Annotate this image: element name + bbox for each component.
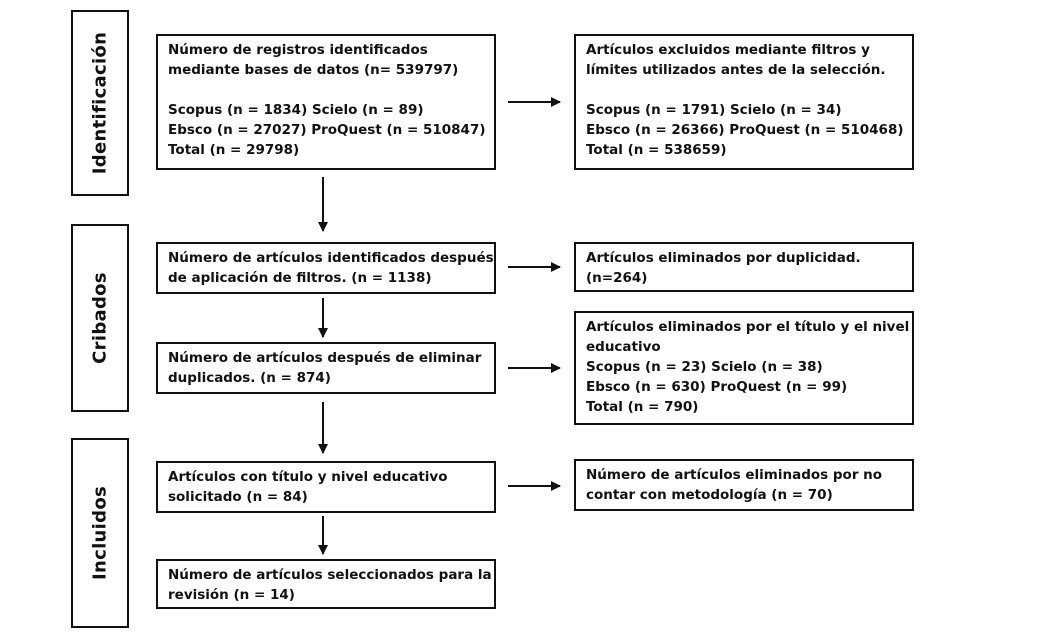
box-line: límites utilizados antes de la selección… xyxy=(586,62,886,78)
box-line: solicitado (n = 84) xyxy=(168,489,308,505)
box-line: Número de registros identificados xyxy=(168,42,428,58)
box-line: Número de artículos eliminados por no xyxy=(586,467,883,483)
box-line: Artículos eliminados por el título y el … xyxy=(586,319,910,335)
box-line: duplicados. (n = 874) xyxy=(168,370,331,386)
box-line: Número de artículos seleccionados para l… xyxy=(168,567,492,583)
stage-incluidos: Incluidos xyxy=(71,438,129,628)
box-line: Ebsco (n = 26366) ProQuest (n = 510468) xyxy=(586,122,904,138)
box-line: contar con metodología (n = 70) xyxy=(586,487,833,503)
stage-identificacion: Identificación xyxy=(71,10,129,196)
box-line: Número de artículos después de eliminar xyxy=(168,350,482,366)
box-line: de aplicación de filtros. (n = 1138) xyxy=(168,270,432,286)
box-identified-records: Número de registros identificados median… xyxy=(156,34,496,170)
box-selected: Número de artículos seleccionados para l… xyxy=(156,559,496,609)
box-line: (n=264) xyxy=(586,270,648,286)
box-line: Artículos excluidos mediante filtros y xyxy=(586,42,870,58)
box-duplicates-removed: Artículos eliminados por duplicidad. (n=… xyxy=(574,242,914,292)
box-line: Scopus (n = 1834) Scielo (n = 89) xyxy=(168,102,424,118)
box-excluded-filters: Artículos excluidos mediante filtros y l… xyxy=(574,34,914,170)
box-removed-methodology: Número de artículos eliminados por no co… xyxy=(574,459,914,511)
box-line: Total (n = 790) xyxy=(586,399,699,415)
box-line: mediante bases de datos (n= 539797) xyxy=(168,62,459,78)
box-line: Artículos eliminados por duplicidad. xyxy=(586,250,861,266)
box-removed-title-level: Artículos eliminados por el título y el … xyxy=(574,311,914,425)
box-line: Total (n = 538659) xyxy=(586,142,727,158)
box-line: Ebsco (n = 27027) ProQuest (n = 510847) xyxy=(168,122,486,138)
box-line: Artículos con título y nivel educativo xyxy=(168,469,448,485)
box-line: Total (n = 29798) xyxy=(168,142,300,158)
box-line: Scopus (n = 23) Scielo (n = 38) xyxy=(586,359,823,375)
box-after-filters: Número de artículos identificados despué… xyxy=(156,242,496,294)
box-line: educativo xyxy=(586,339,661,355)
box-after-duplicates: Número de artículos después de eliminar … xyxy=(156,342,496,394)
stage-cribados: Cribados xyxy=(71,224,129,412)
box-line: revisión (n = 14) xyxy=(168,587,295,603)
box-line: Número de artículos identificados despué… xyxy=(168,250,494,266)
box-title-level-ok: Artículos con título y nivel educativo s… xyxy=(156,461,496,513)
box-line: Ebsco (n = 630) ProQuest (n = 99) xyxy=(586,379,848,395)
box-line: Scopus (n = 1791) Scielo (n = 34) xyxy=(586,102,842,118)
